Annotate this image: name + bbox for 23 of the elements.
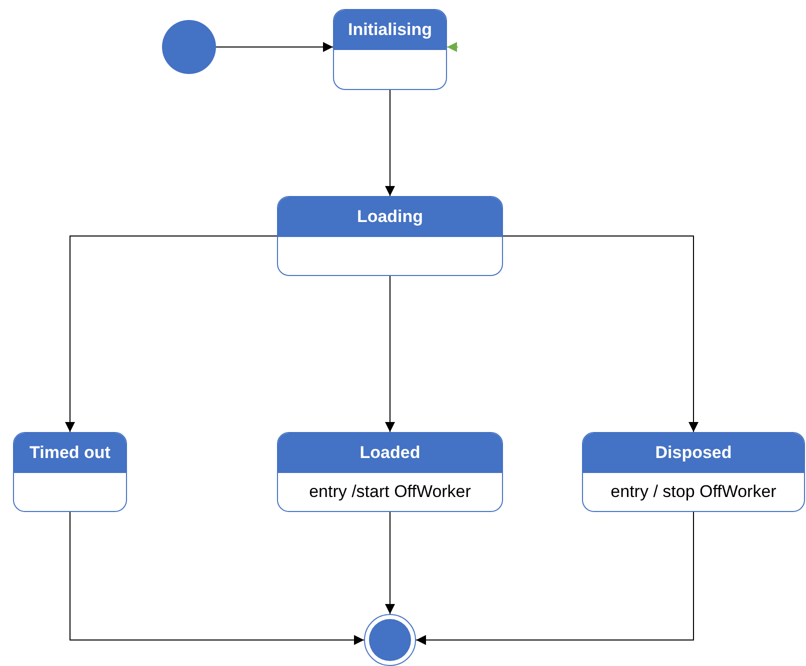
entry-action: entry / stop OffWorker [610,481,776,504]
transition-arrow [385,90,395,196]
state-name: Loaded [360,442,420,464]
state-box [277,196,503,276]
transition-arrow [385,512,395,614]
transition-arrow [416,512,694,645]
transition-arrow [446,42,458,52]
state-box [333,9,447,90]
state-name: Initialising [348,19,432,42]
initial-state [162,20,216,74]
transition-arrow [385,276,395,432]
state-box [13,432,127,512]
state-box [277,432,503,512]
final-state [364,614,416,666]
transition-arrow [65,236,278,432]
transition-arrow [216,42,334,52]
state-name: Disposed [655,442,732,464]
transition-arrow [70,512,364,645]
state-name: Timed out [30,442,110,464]
transition-arrow [502,236,698,432]
state-name: Loading [356,206,424,228]
state-box [582,432,805,512]
entry-action: entry /start OffWorker [309,481,471,504]
